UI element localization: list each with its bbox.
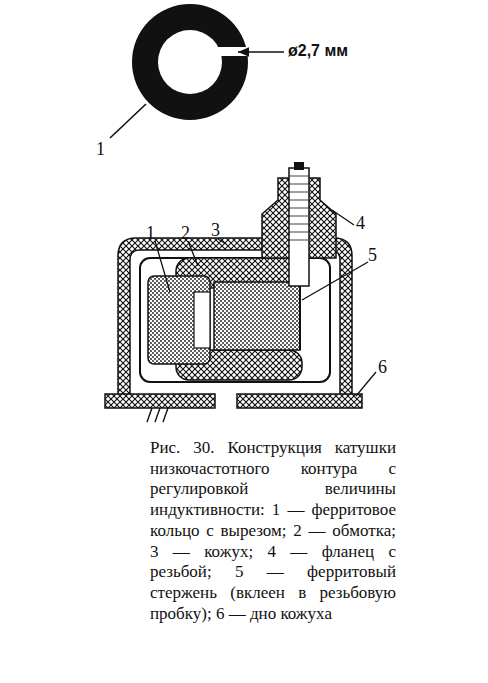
callout-number: 1 [146, 224, 155, 242]
callout-number: 6 [378, 358, 387, 376]
dimension-label: ø2,7 мм [288, 43, 348, 59]
callout-number: 5 [368, 246, 377, 264]
callout-number: 2 [181, 224, 190, 242]
coil-section [105, 162, 376, 422]
callout-number: 1 [96, 140, 105, 158]
ferrite-ring-top [110, 4, 284, 138]
callout-number: 4 [356, 214, 365, 232]
figure-caption: Рис. 30. Конструкция катушки низкочастот… [150, 438, 396, 625]
callout-number: 3 [211, 221, 220, 239]
